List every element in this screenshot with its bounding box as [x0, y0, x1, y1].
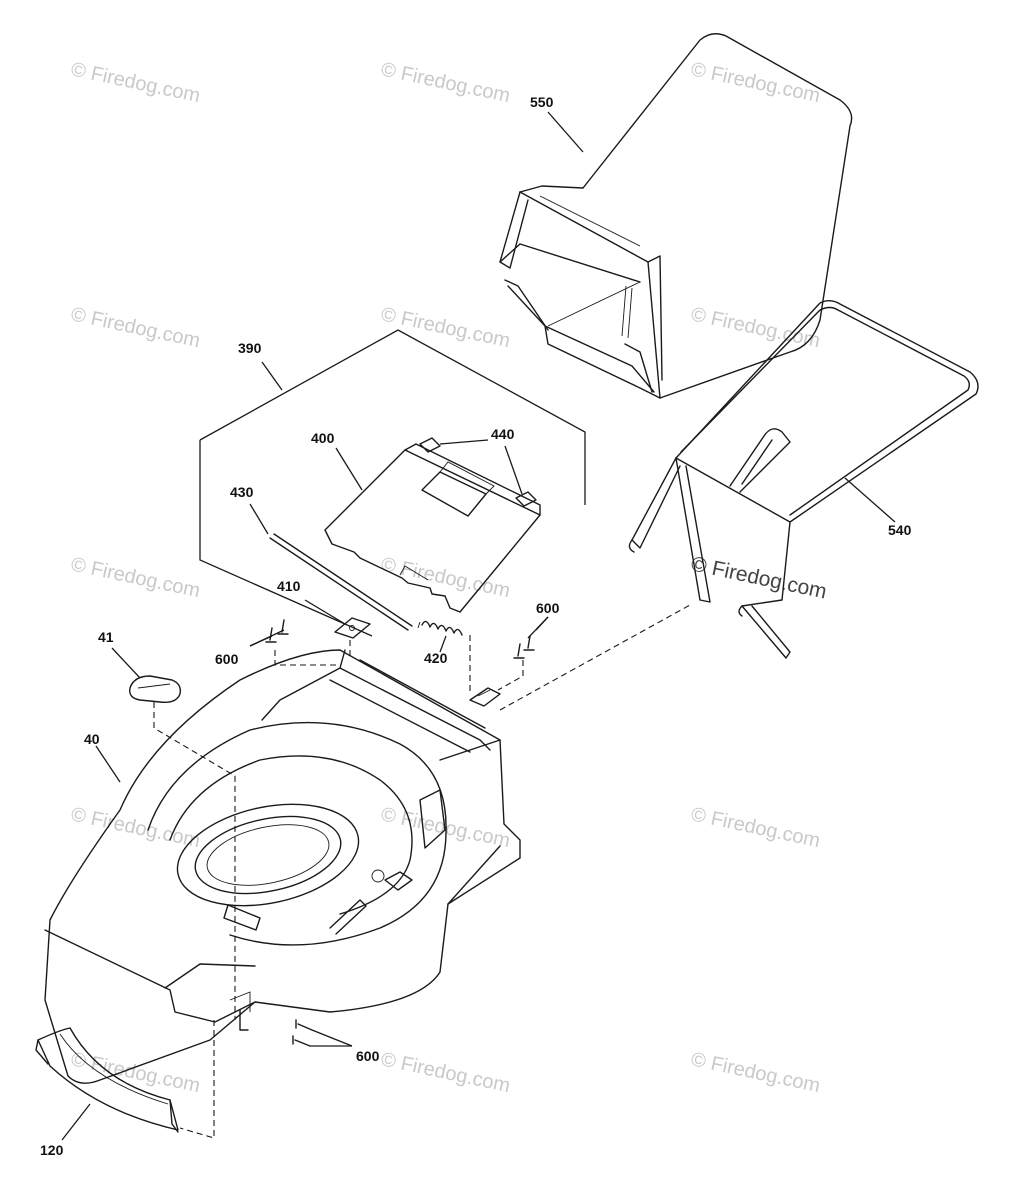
- hinge-plate-right-part: [469, 687, 501, 707]
- callout-400: 400: [311, 430, 335, 446]
- callout-600-left: 600: [215, 651, 239, 667]
- callout-550: 550: [530, 94, 554, 110]
- callout-390: 390: [238, 340, 262, 356]
- rear-shield-part: [35, 1027, 179, 1133]
- hinge-rod-part: [269, 533, 413, 631]
- watermark: © Firedog.com: [69, 803, 202, 852]
- screw-part: [265, 619, 535, 1047]
- assembly-bracket-390: [199, 329, 586, 637]
- watermark: © Firedog.com: [69, 553, 202, 602]
- callout-540: 540: [888, 522, 912, 538]
- watermark-prominent: © Firedog.com: [689, 552, 829, 603]
- watermark: © Firedog.com: [689, 58, 822, 107]
- assembly-dash-lines: [153, 604, 691, 1139]
- spring-part: [417, 620, 463, 636]
- grass-bag-part: [499, 33, 853, 399]
- callout-430: 430: [230, 484, 254, 500]
- watermark: © Firedog.com: [689, 1048, 822, 1097]
- watermark: © Firedog.com: [689, 803, 822, 852]
- bag-frame-part: [628, 300, 979, 659]
- hinge-plate-left-part: [334, 617, 371, 639]
- plug-part: [129, 675, 182, 704]
- callout-410: 410: [277, 578, 301, 594]
- callout-labels: 550 390 400 440 430 540 410 600 41 600 4…: [40, 94, 912, 1158]
- callout-420: 420: [424, 650, 448, 666]
- watermark: © Firedog.com: [69, 1048, 202, 1097]
- callout-600-bottom: 600: [356, 1048, 380, 1064]
- watermark: © Firedog.com: [379, 58, 512, 107]
- watermark: © Firedog.com: [379, 303, 512, 352]
- callout-600-right: 600: [536, 600, 560, 616]
- clip-part: [419, 437, 537, 507]
- watermark-layer: © Firedog.com © Firedog.com © Firedog.co…: [69, 58, 829, 1097]
- watermark: © Firedog.com: [69, 303, 202, 352]
- callout-120: 120: [40, 1142, 64, 1158]
- callout-41: 41: [98, 629, 114, 645]
- watermark: © Firedog.com: [379, 1048, 512, 1097]
- watermark: © Firedog.com: [379, 553, 512, 602]
- callout-40: 40: [84, 731, 100, 747]
- mower-deck-part: [44, 649, 521, 1084]
- leader-lines: [61, 111, 896, 1141]
- rear-door-part: [324, 443, 541, 613]
- callout-440: 440: [491, 426, 515, 442]
- watermark: © Firedog.com: [69, 58, 202, 107]
